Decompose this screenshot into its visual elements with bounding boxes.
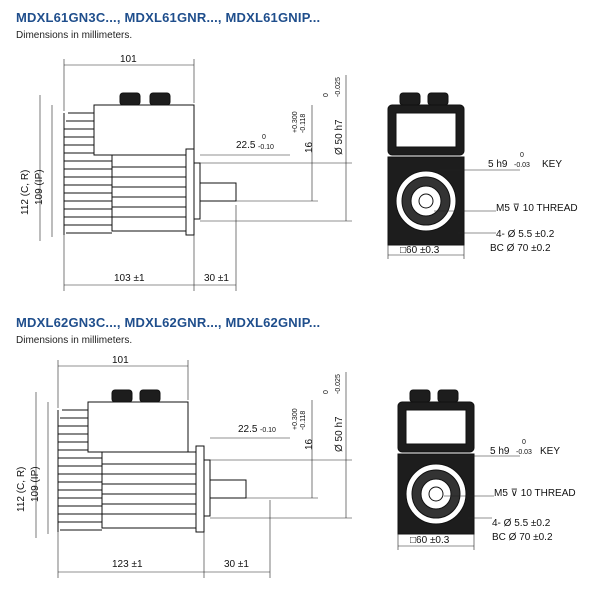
dim-height-ip: 109 (IP) — [34, 169, 45, 205]
motor-flange — [195, 445, 205, 533]
front-connector-2 — [437, 389, 459, 403]
dim-key-width: 5 h9 — [488, 159, 508, 170]
motor-flange — [185, 148, 195, 236]
dim-height-cr: 112 (C, R) — [16, 467, 27, 512]
dim-shaft-length: 30 ±1 — [224, 559, 249, 570]
dim-key-length-tol-lower: -0.10 — [258, 144, 274, 151]
dim-width-top: 101 — [112, 355, 129, 366]
front-shaft — [428, 486, 444, 502]
dim-pilot-tol-upper: 0 — [323, 390, 330, 394]
connector-2 — [149, 92, 171, 106]
drawing-mdxl61: 101 112 (C, R) 109 (IP) 103 ±1 30 ±1 22.… — [20, 54, 578, 291]
dim-key-tol-lower: -0.03 — [514, 162, 530, 169]
dim-key-height-tol-upper: +0.300 — [292, 111, 299, 133]
motor-shaft — [199, 182, 237, 202]
heatsink-fins — [63, 112, 112, 235]
connector-1 — [111, 389, 133, 403]
dim-pilot-diameter: Ø 50 h7 — [334, 119, 345, 155]
front-view-motor — [387, 92, 465, 246]
connector-1 — [119, 92, 141, 106]
front-view-dimensions: 5 h9 0 -0.03 KEY M5 ⊽ 10 THREAD 4- Ø 5.5… — [387, 152, 578, 259]
dim-thread: M5 ⊽ 10 THREAD — [496, 203, 578, 214]
dim-key-height: 16 — [304, 438, 315, 450]
front-connector-2 — [427, 92, 449, 106]
dim-bolt-circle: BC Ø 70 ±0.2 — [492, 532, 553, 543]
dim-key-height-tol-upper: +0.300 — [292, 408, 299, 430]
dim-square: □60 ±0.3 — [410, 535, 450, 546]
motor-body — [101, 451, 199, 529]
dim-key-tol-lower: -0.03 — [516, 449, 532, 456]
dim-holes: 4- Ø 5.5 ±0.2 — [496, 229, 555, 240]
dim-pilot-diameter: Ø 50 h7 — [334, 416, 345, 452]
side-view-motor — [57, 389, 247, 533]
motor-shaft — [209, 479, 247, 499]
dim-key-height-tol-lower: -0.118 — [300, 114, 307, 133]
drive-housing — [93, 104, 195, 156]
front-view-motor — [397, 389, 475, 535]
front-connector-1 — [409, 389, 431, 403]
dim-square: □60 ±0.3 — [400, 245, 440, 256]
dim-bolt-circle: BC Ø 70 ±0.2 — [490, 243, 551, 254]
dim-holes: 4- Ø 5.5 ±0.2 — [492, 518, 551, 529]
dim-shaft-length: 30 ±1 — [204, 273, 229, 284]
dim-pilot-tol-lower: -0.025 — [335, 374, 342, 394]
pilot — [203, 459, 211, 517]
dim-key-tol-upper: 0 — [522, 439, 526, 446]
dim-pilot-tol-lower: -0.025 — [335, 77, 342, 97]
dim-body-length: 103 ±1 — [114, 273, 145, 284]
motor-body — [111, 154, 189, 232]
side-view-motor — [63, 92, 237, 236]
front-view-dimensions: 5 h9 0 -0.03 KEY M5 ⊽ 10 THREAD 4- Ø 5.5… — [397, 439, 576, 550]
section-subtitle-mdxl62: Dimensions in millimeters. — [16, 335, 133, 346]
section-title-mdxl62: MDXL62GN3C..., MDXL62GNR..., MDXL62GNIP.… — [16, 315, 321, 330]
dim-body-length: 123 ±1 — [112, 559, 143, 570]
dim-width-top: 101 — [120, 54, 137, 65]
dim-key-width: 5 h9 — [490, 446, 510, 457]
heatsink-fins — [57, 409, 102, 532]
dim-key-length-tol-lower: -0.10 — [260, 427, 276, 434]
dim-key-length: 22.5 — [238, 424, 258, 435]
section-title-mdxl61: MDXL61GN3C..., MDXL61GNR..., MDXL61GNIP.… — [16, 10, 321, 25]
side-view-dimensions: 101 112 (C, R) 109 (IP) 123 ±1 30 ±1 22.… — [16, 355, 352, 578]
dim-key-height: 16 — [304, 141, 315, 153]
pilot — [193, 162, 201, 220]
dim-key-length-tol-upper: 0 — [262, 134, 266, 141]
dim-key-height-tol-lower: -0.118 — [300, 411, 307, 430]
front-drive-panel — [405, 409, 467, 445]
dim-key-label: KEY — [542, 159, 562, 170]
dim-height-cr: 112 (C, R) — [20, 170, 31, 215]
front-shaft — [418, 193, 434, 209]
dim-key-label: KEY — [540, 446, 560, 457]
front-connector-1 — [399, 92, 421, 106]
dim-key-tol-upper: 0 — [520, 152, 524, 159]
dim-key-length: 22.5 — [236, 140, 256, 151]
section-subtitle-mdxl61: Dimensions in millimeters. — [16, 30, 133, 41]
side-view-dimensions: 101 112 (C, R) 109 (IP) 103 ±1 30 ±1 22.… — [20, 54, 352, 291]
dim-pilot-tol-upper: 0 — [323, 93, 330, 97]
drive-housing — [87, 401, 189, 453]
connector-2 — [139, 389, 161, 403]
dim-height-ip: 109 (IP) — [30, 466, 41, 502]
dim-thread: M5 ⊽ 10 THREAD — [494, 488, 576, 499]
drawing-mdxl62: 101 112 (C, R) 109 (IP) 123 ±1 30 ±1 22.… — [16, 355, 576, 578]
front-drive-panel — [395, 112, 457, 148]
